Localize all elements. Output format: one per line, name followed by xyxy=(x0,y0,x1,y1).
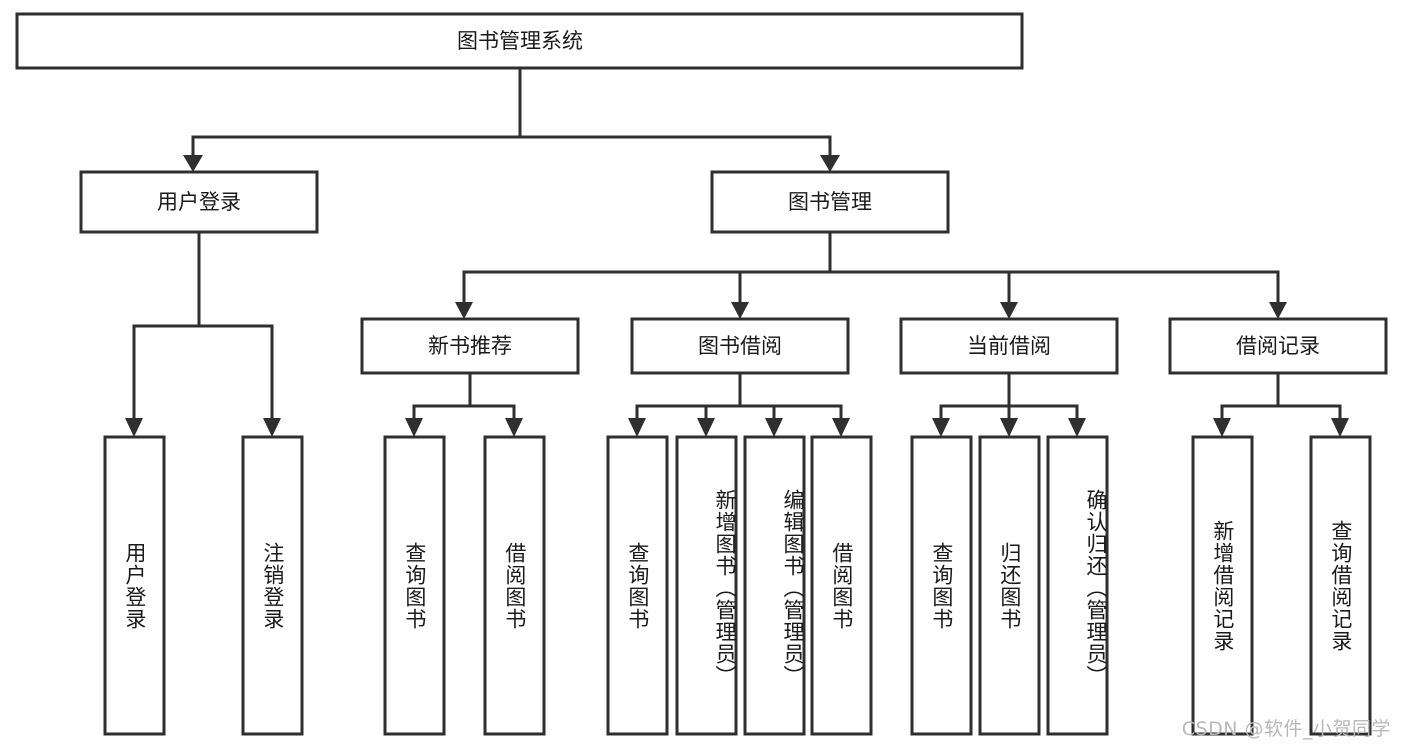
node-borrow-record-box[interactable] xyxy=(1168,317,1388,375)
node-book-manage-box[interactable] xyxy=(710,170,950,234)
arrow-head-book-borrow xyxy=(731,302,749,319)
node-current-borrow-label: 当前借阅 xyxy=(967,334,1051,358)
leaf-box-bb-edit-book[interactable] xyxy=(743,435,806,736)
arrow-head-user-login xyxy=(183,155,203,172)
connector-group xyxy=(125,66,1349,437)
leaf-box-br-add-record[interactable] xyxy=(1191,435,1254,736)
node-new-book-recommend-box[interactable] xyxy=(360,317,580,375)
leaf-box-nb-borrow-book[interactable] xyxy=(483,435,546,736)
leaf-box-bb-query-book[interactable] xyxy=(606,435,669,736)
node-current-borrow-box[interactable] xyxy=(899,317,1119,375)
arrow-head-book-manage xyxy=(820,155,840,172)
node-book-borrow-box[interactable] xyxy=(630,317,850,375)
csdn-watermark: CSDN @软件_小贺同学 xyxy=(1181,718,1391,740)
node-user-login[interactable]: 用户登录 xyxy=(79,170,319,234)
node-borrow-record-label: 借阅记录 xyxy=(1236,334,1320,358)
arrow-head-bb-leaf4 xyxy=(832,418,850,437)
leaf-box-cb-confirm-return[interactable] xyxy=(1046,435,1109,736)
leaf-box-cb-query-book[interactable] xyxy=(910,435,973,736)
leaf-box-bb-add-book[interactable] xyxy=(675,435,738,736)
arrow-head-cb-leaf2 xyxy=(1000,418,1018,437)
node-new-book-recommend-label: 新书推荐 xyxy=(428,334,512,358)
arrow-head-leaf-logout xyxy=(263,418,281,437)
node-book-manage[interactable]: 图书管理 xyxy=(710,170,950,234)
node-book-borrow-label: 图书借阅 xyxy=(698,334,782,358)
node-user-login-label: 用户登录 xyxy=(157,190,241,214)
arrow-head-bb-leaf1 xyxy=(628,418,646,437)
arrow-head-current-borrow xyxy=(1000,302,1018,319)
leaf-box-cb-return-book[interactable] xyxy=(978,435,1041,736)
node-new-book-recommend[interactable]: 新书推荐 xyxy=(360,317,580,375)
node-borrow-record[interactable]: 借阅记录 xyxy=(1168,317,1388,375)
arrow-head-cb-leaf3 xyxy=(1068,418,1086,437)
leaf-box-user-login[interactable] xyxy=(103,435,166,736)
node-root[interactable]: 图书管理系统 xyxy=(15,12,1024,70)
leaf-box-br-query-record[interactable] xyxy=(1309,435,1372,736)
arrow-head-cb-leaf1 xyxy=(932,418,950,437)
node-current-borrow[interactable]: 当前借阅 xyxy=(899,317,1119,375)
arrow-head-nb-leaf2 xyxy=(505,418,523,437)
arrow-head-bb-leaf3 xyxy=(765,418,783,437)
arrow-head-br-leaf1 xyxy=(1213,418,1231,437)
arrow-head-br-leaf2 xyxy=(1331,418,1349,437)
leaf-box-logout[interactable] xyxy=(241,435,304,736)
arrow-head-leaf-user-login xyxy=(125,418,143,437)
node-book-manage-label: 图书管理 xyxy=(788,190,872,214)
arrow-head-nb-leaf1 xyxy=(405,418,423,437)
arrow-head-bb-leaf2 xyxy=(697,418,715,437)
arrow-head-new-book xyxy=(455,302,473,319)
arrow-head-borrow-record xyxy=(1269,302,1287,319)
node-user-login-box[interactable] xyxy=(79,170,319,234)
leaf-box-nb-query-book[interactable] xyxy=(383,435,446,736)
leaf-box-bb-borrow-book[interactable] xyxy=(810,435,873,736)
node-root-label: 图书管理系统 xyxy=(457,29,583,53)
node-book-borrow[interactable]: 图书借阅 xyxy=(630,317,850,375)
node-root-box[interactable] xyxy=(15,12,1024,70)
